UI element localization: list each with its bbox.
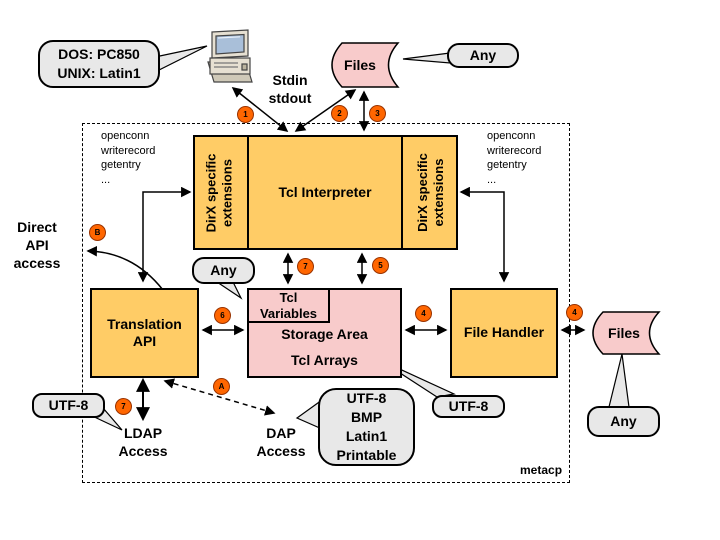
- metacp-label: metacp: [520, 463, 563, 477]
- file-handler-box: File Handler: [450, 288, 558, 378]
- tcl-arrays-label: Tcl Arrays: [291, 352, 358, 368]
- access-line: access: [13, 255, 61, 272]
- files-right-shape: [592, 311, 661, 355]
- any-callout-top: Any: [447, 43, 519, 68]
- stdin-stdout-label: Stdin stdout: [258, 71, 322, 107]
- arrow-translation-dap-dashed: [163, 378, 276, 416]
- openconn-list-right: openconn writerecord getentry ...: [487, 129, 562, 187]
- access-line: Access: [118, 443, 168, 460]
- any-top-callout-tail: [402, 52, 451, 64]
- getentry-item: getentry: [487, 159, 527, 172]
- dap-access-label: DAP Access: [246, 424, 316, 460]
- files-top-shape: [331, 42, 400, 88]
- openconn-list-left: openconn writerecord getentry ...: [101, 129, 176, 187]
- utf8-bmp-callout: UTF-8 BMP Latin1 Printable: [318, 388, 415, 466]
- any-bottom-text: Any: [610, 413, 637, 430]
- dos-line: DOS: PC850: [58, 46, 140, 63]
- file-handler-label: File Handler: [463, 324, 545, 341]
- tcl-variables-box: Tcl Variables: [249, 290, 330, 323]
- files-top-label: Files: [344, 57, 376, 73]
- arrow-direct-api-access: [86, 245, 164, 291]
- direct-api-access-label: Direct API access: [6, 218, 68, 273]
- dos-callout-tail: [154, 45, 208, 73]
- variables-line: Variables: [259, 305, 318, 321]
- tcl-interpreter-box: Tcl Interpreter: [249, 137, 401, 248]
- tcl-line: Tcl: [279, 289, 298, 305]
- direct-line: Direct: [17, 219, 57, 235]
- badge-6: 6: [214, 307, 231, 324]
- openconn-item: openconn: [487, 130, 536, 142]
- any-top-text: Any: [469, 47, 497, 64]
- access-line: Access: [256, 443, 306, 460]
- latin1-line: Latin1: [345, 428, 388, 444]
- badge-4-left: 4: [415, 305, 432, 322]
- api-line: API: [25, 237, 49, 254]
- arrow-dirxright-filehandler-elbow: [459, 186, 510, 283]
- dirx-line1: DirX specific: [203, 153, 219, 233]
- ellipsis-item: ...: [101, 173, 111, 186]
- badge-1: 1: [237, 106, 254, 123]
- dirx-line1: DirX specific: [414, 153, 430, 232]
- utf8-left-text: UTF-8: [48, 397, 89, 414]
- badge-3: 3: [369, 105, 386, 122]
- badge-A: A: [213, 378, 230, 395]
- dirx-line2: extensions: [219, 159, 235, 227]
- translation-api-box: Translation API: [90, 288, 199, 378]
- stdout-line: stdout: [268, 90, 312, 107]
- badge-7-variables: 7: [297, 258, 314, 275]
- printable-line: Printable: [336, 446, 397, 463]
- badge-5: 5: [372, 257, 389, 274]
- openconn-item: openconn: [101, 130, 150, 142]
- any-callout-bottom: Any: [587, 406, 660, 437]
- translation-line: Translation: [107, 315, 182, 332]
- dirx-extensions-left-label: DirX specific extensions: [193, 136, 247, 251]
- arrow-dirxleft-translation-elbow: [137, 186, 192, 283]
- dos-unix-callout: DOS: PC850 UNIX: Latin1: [38, 40, 160, 88]
- utf8-callout-right: UTF-8: [432, 395, 505, 418]
- dirx-extensions-right-box: [401, 137, 456, 248]
- dirx-extensions-left-box: [195, 137, 249, 248]
- writerecord-item: writerecord: [101, 144, 156, 157]
- any-mid-text: Any: [210, 262, 237, 279]
- getentry-item: getentry: [101, 159, 141, 172]
- arrows: [86, 87, 586, 422]
- badge-2: 2: [331, 105, 348, 122]
- files-right-label: Files: [608, 325, 640, 341]
- translation-api-label: Translation API: [107, 316, 182, 351]
- dirx-extensions-right-label: DirX specific extensions: [403, 135, 458, 250]
- utf8-callout-left: UTF-8: [32, 393, 105, 418]
- bmp-line: BMP: [350, 409, 383, 426]
- ldap-access-label: LDAP Access: [108, 424, 178, 460]
- badge-7-ldap: 7: [115, 398, 132, 415]
- arrow-files-top-interpreter-diag: [294, 89, 357, 132]
- ellipsis-item: ...: [487, 173, 497, 186]
- badge-4-right: 4: [566, 304, 583, 321]
- any-bottom-callout-tail: [608, 353, 630, 408]
- utf8-right-text: UTF-8: [448, 398, 489, 415]
- computer-icon: [207, 29, 253, 83]
- unix-line: UNIX: Latin1: [57, 65, 141, 81]
- tcl-interpreter-label: Tcl Interpreter: [278, 183, 372, 200]
- utf8-line: UTF-8: [346, 390, 387, 407]
- dap-line: DAP: [266, 425, 296, 441]
- storage-area-box: Tcl Variables Storage Area Tcl Arrays: [247, 288, 402, 378]
- storage-area-label: Storage Area: [281, 326, 368, 342]
- stdin-line: Stdin: [272, 72, 308, 88]
- ldap-line: LDAP: [123, 425, 163, 441]
- dirx-line2: extensions: [430, 158, 446, 227]
- badge-B: B: [89, 224, 106, 241]
- api-line: API: [132, 333, 157, 349]
- metacp-boundary-frame: [82, 123, 570, 483]
- writerecord-item: writerecord: [487, 144, 542, 157]
- tcl-interpreter-block: Tcl Interpreter: [193, 135, 458, 250]
- any-callout-mid: Any: [192, 257, 255, 284]
